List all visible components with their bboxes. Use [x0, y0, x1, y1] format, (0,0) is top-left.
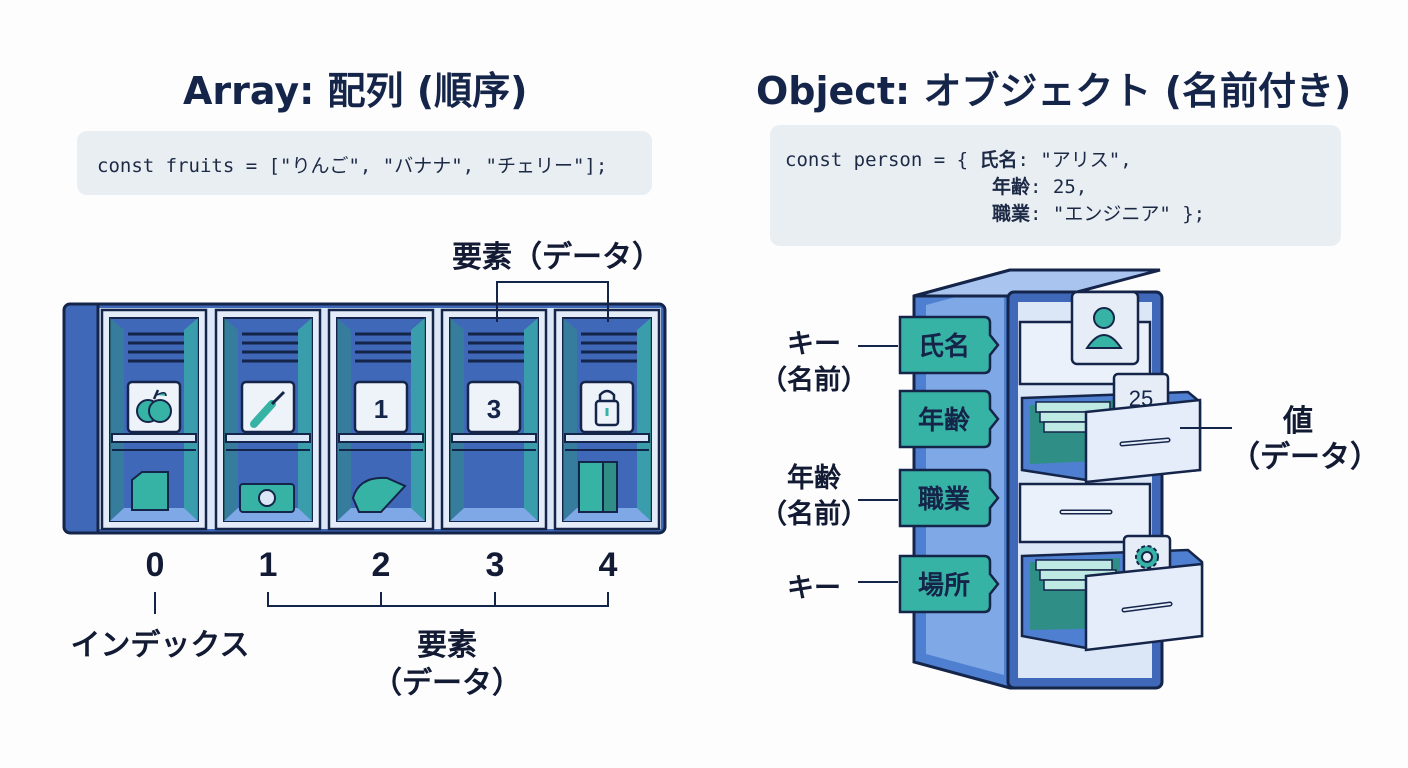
folder-dividers-2: [1035, 559, 1121, 591]
drawer-open-location: [1020, 534, 1204, 652]
number-card: 3: [466, 380, 522, 434]
key-pointer-lines: [858, 345, 898, 583]
index-label: インデックス: [70, 628, 250, 663]
number-card: 1: [353, 380, 409, 434]
locker-slot-3: 3: [440, 308, 548, 531]
person-icon: [1085, 307, 1123, 349]
number-card-text: 1: [374, 394, 388, 424]
code-key-job: 職業: [992, 203, 1031, 225]
drawer-open-age: 25: [1020, 372, 1202, 484]
age-name-label-2: （名前）: [760, 499, 868, 530]
locker-slot-4: [553, 308, 661, 531]
key-name-label-2: （名前）: [760, 365, 868, 396]
object-title: Object: オブジェクト (名前付き): [756, 69, 1352, 113]
key-tab-2: 年齢: [898, 389, 1000, 449]
drawer-closed-job: [1018, 482, 1152, 544]
code-key-name: 氏名: [979, 149, 1018, 171]
element-label-bottom-2: （データ）: [372, 666, 522, 701]
locker-slot-0: [100, 308, 208, 531]
key-tab-label: 職業: [918, 485, 970, 515]
key-tab-label: 年齢: [918, 405, 971, 436]
key-tab-label: 場所: [918, 571, 970, 601]
key-tab-4: 場所: [898, 554, 1000, 614]
apple-icon: [126, 380, 182, 434]
locker-item-1: [239, 483, 295, 513]
object-code-box: const person = { 氏名: "アリス", 年齢: 25, 職業: …: [770, 125, 1341, 246]
age-name-label-1: 年齢: [787, 463, 841, 494]
code-value-name: : "アリス",: [1017, 149, 1132, 171]
index-number-0: 0: [145, 546, 165, 584]
key-name-label-1: キー: [787, 329, 841, 360]
element-label-bottom-1: 要素: [417, 628, 477, 663]
key-tab-3: 職業: [898, 468, 1000, 528]
locker-item-4: [578, 461, 618, 513]
object-code-line-3: 職業: "エンジニア" };: [992, 199, 1205, 226]
element-bracket-bottom: [154, 592, 609, 614]
padlock-icon: [579, 380, 635, 434]
code-key-age: 年齢: [992, 176, 1031, 198]
object-code-line-1: const person = { 氏名: "アリス",: [785, 145, 1132, 172]
code-value-age: : 25,: [1030, 176, 1088, 198]
screwdriver-icon: [240, 380, 296, 434]
index-number-1: 1: [258, 546, 278, 584]
key-tab-label: 氏名: [918, 331, 970, 362]
element-label-top: 要素（データ）: [452, 240, 662, 275]
array-title: Array: 配列 (順序): [183, 69, 528, 113]
value-label-1: 値: [1283, 404, 1313, 439]
array-code-line: const fruits = ["りんご", "バナナ", "チェリー"];: [97, 155, 608, 177]
object-code-line-2: 年齢: 25,: [992, 172, 1087, 199]
array-code-box: const fruits = ["りんご", "バナナ", "チェリー"];: [77, 131, 652, 195]
locker-item-0: [131, 471, 169, 511]
drawer-top: [1018, 290, 1152, 386]
code-value-job: : "エンジニア" };: [1030, 203, 1206, 225]
locker-slot-2: 1: [327, 308, 435, 531]
gear-icon: [1135, 545, 1159, 569]
value-label-2: （データ）: [1230, 440, 1380, 475]
code-prefix: const person = {: [785, 149, 980, 171]
key-label: キー: [787, 573, 841, 604]
locker-item-2: [351, 476, 407, 513]
locker-slot-1: [214, 308, 322, 531]
index-number-4: 4: [598, 546, 618, 584]
element-bracket-top: [496, 281, 609, 322]
number-card-text: 3: [487, 394, 501, 424]
index-number-2: 2: [371, 546, 391, 584]
index-number-3: 3: [485, 546, 505, 584]
key-tab-1: 氏名: [898, 315, 1000, 375]
